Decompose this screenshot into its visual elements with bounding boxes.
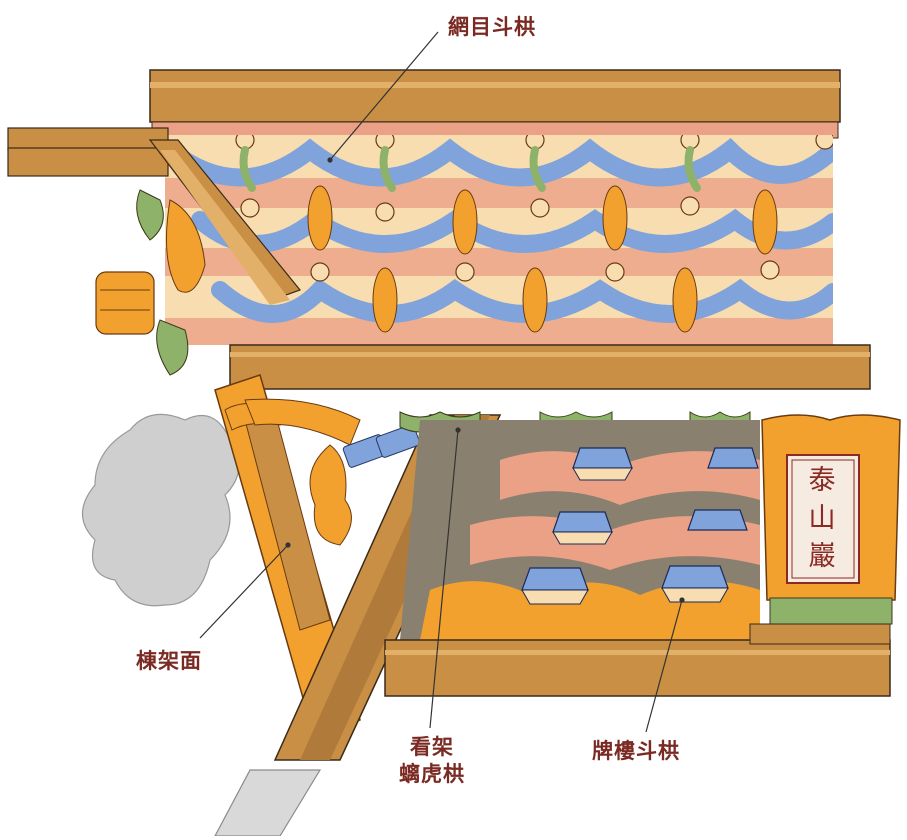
middle-beam (229, 344, 871, 390)
archway-bracket-field (400, 420, 760, 640)
top-beam (149, 69, 841, 139)
label-ridge-frame: 棟架面 (136, 649, 202, 673)
label-dragon-bracket: 看架 螭虎栱 (392, 734, 472, 788)
plaque-char: 山 (808, 503, 836, 534)
label-net-bracket: 網目斗栱 (448, 15, 536, 39)
rafter-beams (7, 127, 302, 305)
plaque (749, 414, 901, 645)
net-bracket-field (165, 135, 833, 345)
label-dragon-bracket-line2: 螭虎栱 (399, 762, 465, 786)
label-archway-bracket: 牌樓斗栱 (592, 739, 680, 763)
plaque-char: 巖 (808, 541, 836, 572)
plaque-inscription: 泰 山 巖 (798, 462, 846, 576)
plaque-char: 泰 (808, 465, 836, 496)
callout-lines (199, 31, 685, 733)
corner-carvings (95, 189, 206, 376)
smoke-cloud (82, 413, 240, 607)
label-dragon-bracket-line1: 看架 (410, 735, 454, 759)
lower-beam (384, 639, 891, 697)
